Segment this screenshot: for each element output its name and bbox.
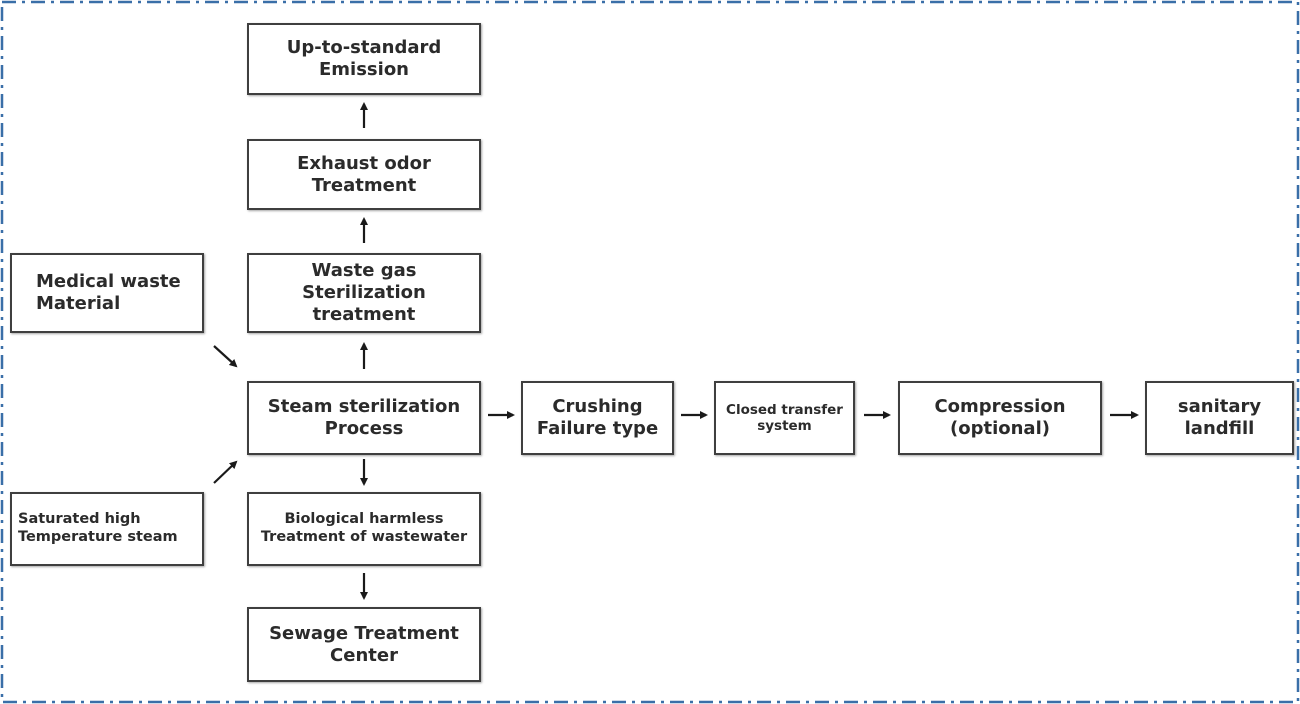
node-medical-waste-material: Medical waste Material [10,253,204,333]
node-waste-gas-sterilization: Waste gas Sterilization treatment [247,253,481,333]
node-label: Crushing Failure type [536,396,659,439]
node-label: sanitary landfill [1177,396,1262,439]
node-crushing-failure-type: Crushing Failure type [521,381,674,455]
node-steam-sterilization-process: Steam sterilization Process [247,381,481,455]
node-label: Waste gas Sterilization treatment [302,260,426,325]
node-compression-optional: Compression (optional) [898,381,1102,455]
node-label: Sewage Treatment Center [269,622,459,666]
node-sanitary-landfill: sanitary landfill [1145,381,1294,455]
node-label: Medical waste Material [36,271,181,314]
node-saturated-high-temperature-steam: Saturated high Temperature steam [10,492,204,566]
node-sewage-treatment-center: Sewage Treatment Center [247,607,481,682]
node-label: Steam sterilization Process [267,396,461,439]
node-label: Saturated high Temperature steam [18,511,178,545]
node-label: Biological harmless Treatment of wastewa… [260,511,468,545]
node-label: Closed transfer system [726,401,843,434]
node-label: Exhaust odor Treatment [297,152,431,196]
node-closed-transfer-system: Closed transfer system [714,381,855,455]
node-label: Up-to-standard Emission [286,37,442,80]
node-exhaust-odor-treatment: Exhaust odor Treatment [247,139,481,210]
node-label: Compression (optional) [934,396,1066,439]
arrow-medical-to-steam [213,345,238,368]
node-biological-harmless-treatment: Biological harmless Treatment of wastewa… [247,492,481,566]
node-up-to-standard-emission: Up-to-standard Emission [247,23,481,95]
arrow-saturated-to-steam [213,460,238,484]
